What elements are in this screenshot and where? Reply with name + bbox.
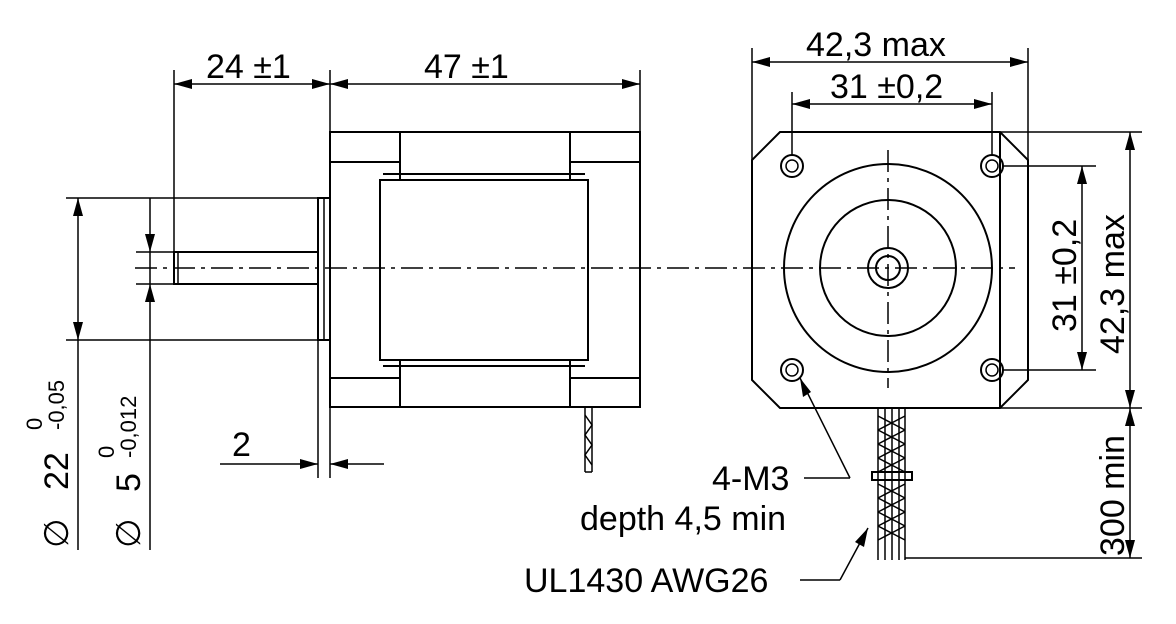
pilot-dia-value: 22	[38, 452, 76, 490]
shaft-dia-value: 5	[110, 473, 148, 492]
cable-callout-label: UL1430 AWG26	[524, 562, 768, 600]
side-cable	[584, 407, 593, 473]
dim-body-length: 47 ±1	[330, 48, 641, 132]
front-view	[751, 131, 1029, 560]
pilot-tol-lower: -0,05	[44, 380, 69, 430]
side-view	[135, 131, 1015, 473]
shaft-dia-symbol: ∅	[110, 518, 148, 548]
holes-callout-line2: depth 4,5 min	[580, 500, 786, 538]
dim-flange-width: 42,3 max	[751, 26, 1029, 160]
mounting-hole-tl	[780, 154, 804, 178]
dim-hole-spacing-h-label: 31 ±0,2	[830, 68, 943, 106]
dim-body-length-label: 47 ±1	[424, 48, 509, 86]
stator-outline	[330, 132, 640, 407]
dim-shaft-diameter: ∅ 5 0 -0,012	[94, 198, 174, 550]
dim-flange-width-label: 42,3 max	[806, 26, 946, 64]
dim-shaft-length: 24 ±1	[173, 48, 331, 252]
dim-pilot-diameter: ∅ 22 0 -0,05	[22, 197, 318, 550]
holes-callout-line1: 4-M3	[712, 460, 789, 498]
cable-bundle	[871, 408, 913, 560]
shaft-tol-upper: 0	[94, 446, 119, 458]
dim-flange-height: 42,3 max	[1000, 131, 1142, 409]
dim-hole-spacing-h: 31 ±0,2	[791, 68, 993, 155]
dim-cable-length-label: 300 min	[1094, 435, 1132, 556]
pilot-dia-symbol: ∅	[38, 518, 76, 548]
holes-callout: 4-M3 depth 4,5 min	[580, 377, 851, 538]
shaft-tol-lower: -0,012	[116, 396, 141, 458]
cable-callout: UL1430 AWG26	[524, 527, 869, 600]
dim-flange-thickness-label: 2	[232, 426, 251, 464]
dim-flange-thickness: 2	[220, 340, 384, 478]
dim-shaft-length-label: 24 ±1	[206, 48, 291, 86]
dim-hole-spacing-v: 31 ±0,2	[1003, 165, 1096, 371]
dim-cable-length: 300 min	[905, 408, 1142, 559]
dim-flange-height-label: 42,3 max	[1094, 214, 1132, 354]
pilot-tol-upper: 0	[22, 418, 47, 430]
mounting-hole-bl	[780, 358, 804, 382]
dim-hole-spacing-v-label: 31 ±0,2	[1046, 219, 1084, 332]
